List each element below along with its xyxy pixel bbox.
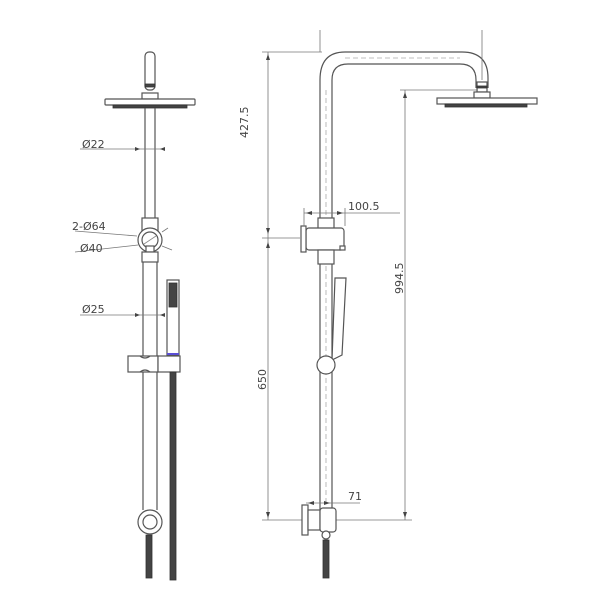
shower-head-nozzles — [112, 104, 188, 109]
front-view — [74, 51, 196, 581]
side-slider — [316, 355, 336, 375]
arm-ring — [144, 83, 156, 88]
arm-stub — [144, 51, 156, 91]
label-lower-height: 650 — [256, 369, 269, 390]
label-connector-holes: 2-Ø64 — [72, 220, 106, 233]
label-upper-height: 427.5 — [238, 106, 251, 139]
label-total-height: 994.5 — [393, 262, 406, 295]
label-diverter-projection: 100.5 — [348, 200, 380, 213]
label-pipe-diameter: Ø22 — [82, 138, 105, 151]
hose — [169, 371, 177, 581]
side-shower-head — [436, 97, 538, 105]
bottom-flange — [301, 504, 309, 536]
side-outlet-hose — [322, 539, 330, 579]
side-view — [262, 30, 538, 579]
bottom-elbow — [319, 507, 337, 533]
label-rail-diameter: Ø25 — [82, 303, 105, 316]
side-diverter — [305, 227, 345, 251]
wall-outlet — [137, 509, 163, 535]
label-bottom-projection: 71 — [348, 490, 362, 503]
side-shower-nozzles — [444, 103, 528, 108]
head-mount — [141, 92, 159, 100]
diverter-bottom — [141, 251, 159, 263]
handset-holder — [157, 355, 181, 373]
hand-shower-nozzles — [168, 282, 178, 308]
outlet-hose — [145, 534, 153, 579]
side-handset — [331, 277, 347, 361]
label-diverter-diameter: Ø40 — [80, 242, 103, 255]
slider-bracket — [127, 355, 159, 373]
shower-head — [104, 98, 196, 106]
diverter-handle — [300, 225, 307, 253]
